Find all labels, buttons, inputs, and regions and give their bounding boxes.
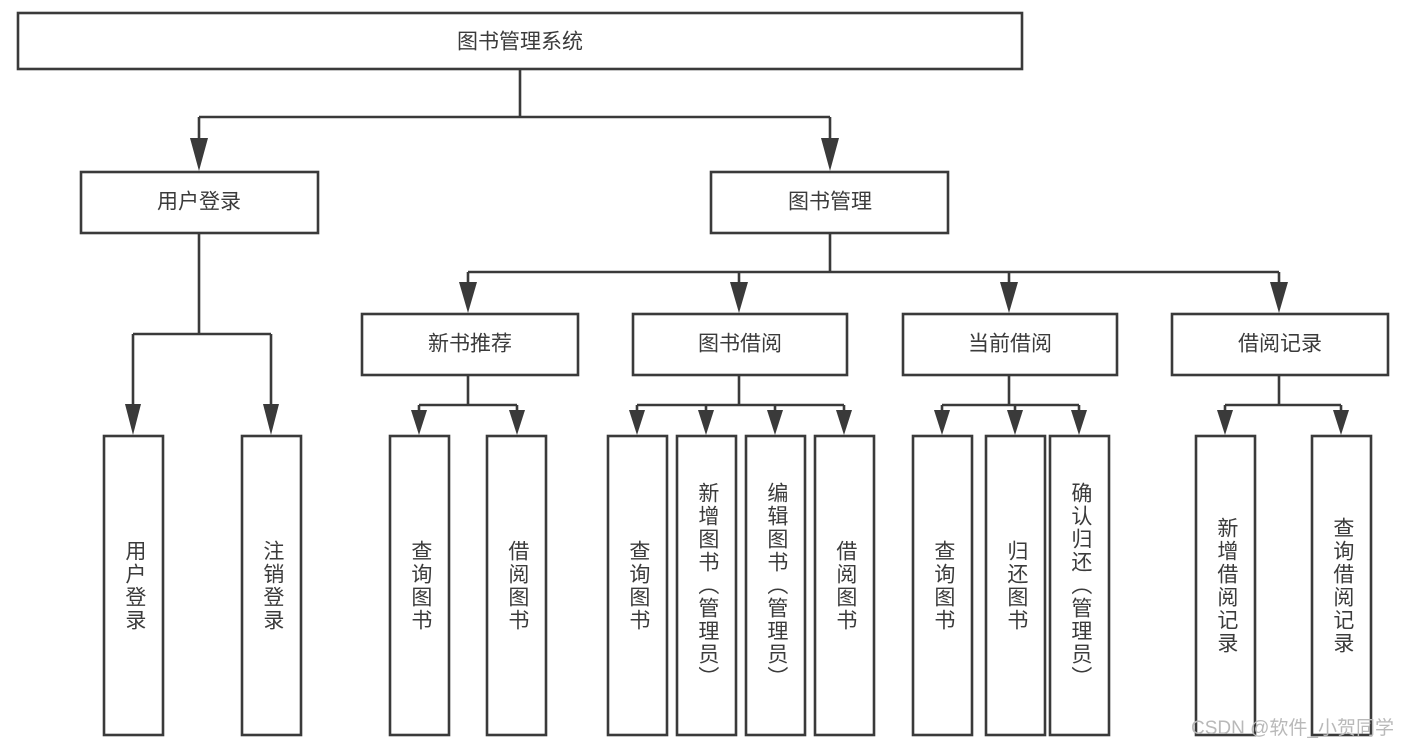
arrow-icon xyxy=(1071,410,1087,435)
node-book-borrow-label: 图书借阅 xyxy=(698,333,782,356)
arrow-icon xyxy=(698,410,714,435)
csdn-watermark: CSDN @软件_小贺同学 xyxy=(1191,718,1394,739)
node-leaf-logout[interactable] xyxy=(240,434,303,737)
arrow-icon xyxy=(730,282,748,313)
node-book-manage[interactable] xyxy=(709,170,950,235)
node-current-borrow[interactable] xyxy=(901,312,1119,377)
arrow-icon xyxy=(1007,410,1023,435)
connector-current-borrow-to-leaves xyxy=(934,375,1087,435)
connector-root-to-level2 xyxy=(190,69,839,171)
arrow-icon xyxy=(125,404,141,435)
node-leaf-edit-book[interactable] xyxy=(744,434,807,737)
arrow-icon xyxy=(459,282,477,313)
connector-new-book-rec-to-leaves xyxy=(411,375,525,435)
arrow-icon xyxy=(509,410,525,435)
node-root-label: 图书管理系统 xyxy=(457,31,583,54)
arrow-icon xyxy=(821,138,839,171)
node-current-borrow-label: 当前借阅 xyxy=(968,333,1052,356)
node-leaf-query-book-3[interactable] xyxy=(911,434,974,737)
connector-borrow-record-to-leaves xyxy=(1217,375,1349,435)
connector-user-login-to-leaves xyxy=(125,233,279,435)
node-user-login-label: 用户登录 xyxy=(157,191,241,214)
node-leaf-confirm-return[interactable] xyxy=(1048,434,1111,737)
node-root[interactable] xyxy=(16,11,1024,71)
node-new-book-rec-label: 新书推荐 xyxy=(428,333,512,356)
arrow-icon xyxy=(767,410,783,435)
node-user-login[interactable] xyxy=(79,170,320,235)
node-leaf-add-record[interactable] xyxy=(1194,434,1257,737)
node-borrow-record[interactable] xyxy=(1170,312,1390,377)
connector-book-borrow-to-leaves xyxy=(629,375,852,435)
arrow-icon xyxy=(629,410,645,435)
arrow-icon xyxy=(836,410,852,435)
arrow-icon xyxy=(411,410,427,435)
node-leaf-return-book[interactable] xyxy=(984,434,1047,737)
arrow-icon xyxy=(1000,282,1018,313)
arrow-icon xyxy=(934,410,950,435)
arrow-icon xyxy=(1333,410,1349,435)
arrow-icon xyxy=(263,404,279,435)
node-book-borrow[interactable] xyxy=(631,312,849,377)
connector-book-manage-to-level3 xyxy=(459,233,1288,313)
node-book-manage-label: 图书管理 xyxy=(788,191,872,214)
node-leaf-borrow-book-1[interactable] xyxy=(485,434,548,737)
node-borrow-record-label: 借阅记录 xyxy=(1238,333,1322,356)
node-leaf-query-book-2[interactable] xyxy=(606,434,669,737)
node-leaf-query-book-1[interactable] xyxy=(388,434,451,737)
node-leaf-add-book[interactable] xyxy=(675,434,738,737)
arrow-icon xyxy=(190,138,208,171)
arrow-icon xyxy=(1217,410,1233,435)
node-new-book-rec[interactable] xyxy=(360,312,580,377)
node-leaf-borrow-book-2[interactable] xyxy=(813,434,876,737)
node-leaf-query-record[interactable] xyxy=(1310,434,1373,737)
arrow-icon xyxy=(1270,282,1288,313)
node-leaf-user-login[interactable] xyxy=(102,434,165,737)
